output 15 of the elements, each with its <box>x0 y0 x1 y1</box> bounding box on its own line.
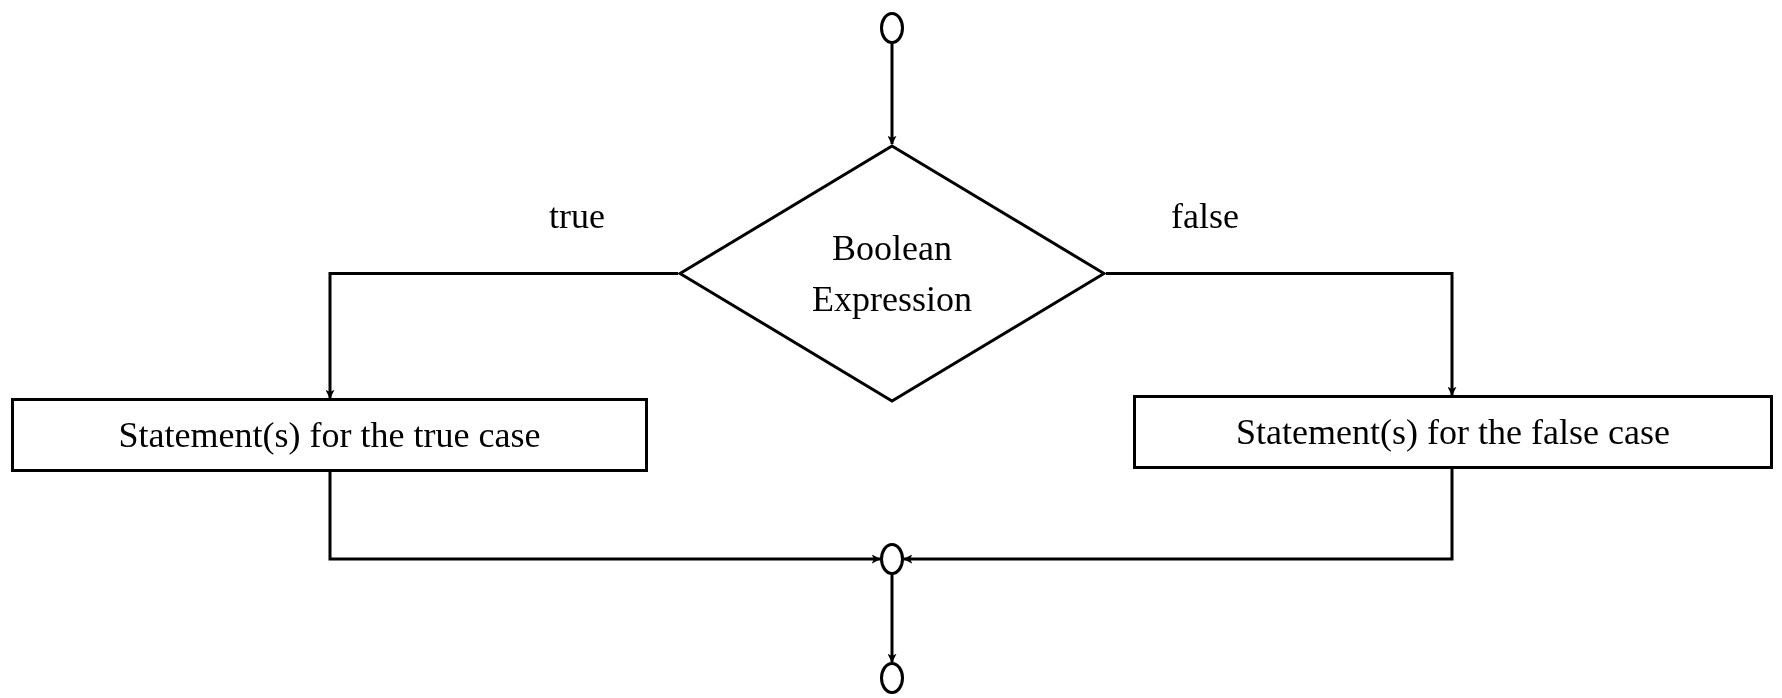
process-box <box>11 398 648 472</box>
connector-circle <box>880 543 904 575</box>
condition-text: Boolean Expression <box>811 227 973 321</box>
statement-text: Statement(s) for the true case <box>118 414 541 457</box>
arrow <box>1106 272 1457 396</box>
arrow <box>887 575 897 663</box>
arrow <box>325 272 678 399</box>
connector-circle <box>880 12 904 44</box>
decision-diamond <box>678 144 1106 403</box>
arrow <box>887 44 897 145</box>
arrow <box>328 472 881 564</box>
connector-circle <box>880 662 904 694</box>
process-box <box>1133 395 1773 469</box>
statement-text: Statement(s) for the false case <box>1236 411 1670 454</box>
arrow <box>903 469 1454 564</box>
